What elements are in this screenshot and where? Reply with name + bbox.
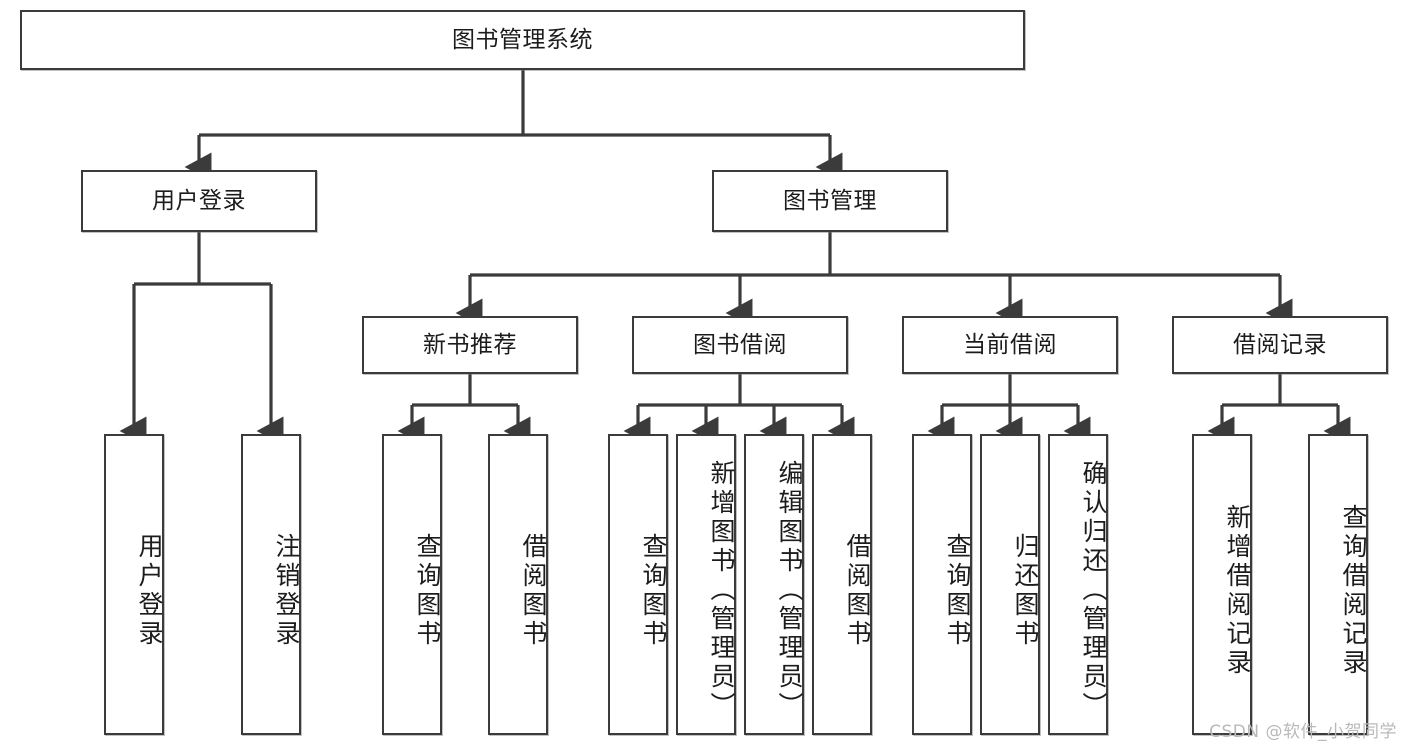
- leaf-user-login-signin-label: 用户登录: [135, 532, 164, 649]
- leaf-book-borrow-borrow: 借阅图书: [812, 434, 872, 735]
- leaf-user-login-signout-label: 注销登录: [272, 532, 301, 649]
- leaf-book-borrow-edit-label: 编辑图书（管理员）: [775, 460, 804, 721]
- leaf-new-book-borrow-label: 借阅图书: [519, 532, 548, 649]
- leaf-book-borrow-add-label: 新增图书（管理员）: [707, 460, 736, 721]
- node-book-management-label: 图书管理: [783, 187, 877, 214]
- node-current-borrow: 当前借阅: [902, 316, 1118, 374]
- leaf-user-login-signout: 注销登录: [241, 434, 301, 735]
- leaf-user-login-signin: 用户登录: [104, 434, 164, 735]
- leaf-new-book-query-label: 查询图书: [413, 532, 442, 649]
- leaf-borrow-record-add: 新增借阅记录: [1192, 434, 1252, 735]
- leaf-book-borrow-edit: 编辑图书（管理员）: [744, 434, 804, 735]
- node-borrow-record-label: 借阅记录: [1233, 331, 1327, 358]
- leaf-new-book-borrow: 借阅图书: [488, 434, 548, 735]
- node-user-login-label: 用户登录: [152, 187, 246, 214]
- node-new-book-recommend: 新书推荐: [362, 316, 578, 374]
- leaf-current-borrow-query-label: 查询图书: [943, 532, 972, 649]
- node-book-borrow: 图书借阅: [632, 316, 848, 374]
- leaf-current-borrow-query: 查询图书: [912, 434, 972, 735]
- leaf-borrow-record-query: 查询借阅记录: [1308, 434, 1368, 735]
- leaf-current-borrow-return-label: 归还图书: [1011, 532, 1040, 649]
- node-borrow-record: 借阅记录: [1172, 316, 1388, 374]
- node-book-management: 图书管理: [712, 170, 948, 232]
- leaf-borrow-record-query-label: 查询借阅记录: [1339, 503, 1368, 678]
- leaf-current-borrow-return: 归还图书: [980, 434, 1040, 735]
- node-root-system: 图书管理系统: [20, 10, 1025, 70]
- node-user-login: 用户登录: [81, 170, 317, 232]
- leaf-current-borrow-confirm-label: 确认归还（管理员）: [1079, 460, 1108, 721]
- leaf-book-borrow-query: 查询图书: [608, 434, 668, 735]
- leaf-borrow-record-add-label: 新增借阅记录: [1223, 503, 1252, 678]
- node-root-system-label: 图书管理系统: [452, 26, 593, 53]
- node-current-borrow-label: 当前借阅: [963, 331, 1057, 358]
- leaf-new-book-query: 查询图书: [382, 434, 442, 735]
- node-new-book-recommend-label: 新书推荐: [423, 331, 517, 358]
- leaf-book-borrow-borrow-label: 借阅图书: [843, 532, 872, 649]
- node-book-borrow-label: 图书借阅: [693, 331, 787, 358]
- leaf-book-borrow-query-label: 查询图书: [639, 532, 668, 649]
- leaf-book-borrow-add: 新增图书（管理员）: [676, 434, 736, 735]
- leaf-current-borrow-confirm: 确认归还（管理员）: [1048, 434, 1108, 735]
